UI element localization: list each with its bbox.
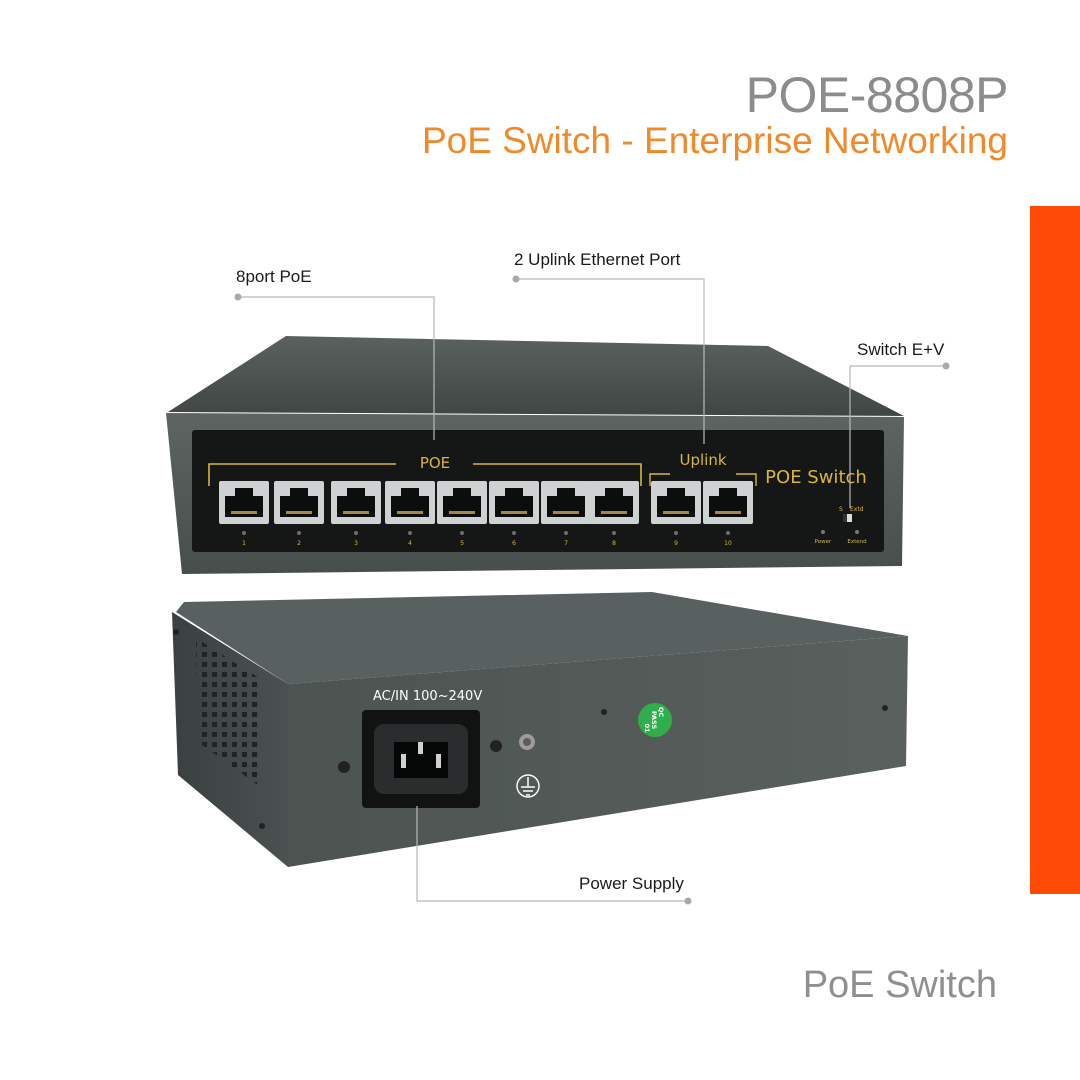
rear-switch-unit: AC/IN 100~240V QC PASS 01 [172, 592, 908, 867]
callout-line-uplink [516, 278, 705, 444]
side-vents [196, 638, 262, 788]
callout-line-switch [849, 365, 946, 508]
ethernet-ports: 1 2 3 4 5 6 7 8 9 10 [219, 481, 753, 547]
port-number-1: 1 [242, 540, 246, 547]
port-number-2: 2 [297, 540, 301, 547]
uplink-group-label: Uplink [679, 451, 726, 469]
power-rating-label: AC/IN 100~240V [373, 689, 482, 704]
mode-switch-toggle [843, 514, 852, 522]
screw-left [338, 761, 350, 773]
callout-switch-mode: Switch E+V [857, 340, 945, 359]
poe-group-label: POE [420, 454, 450, 472]
callout-dots [234, 275, 950, 905]
port-led-4 [408, 531, 412, 535]
ethernet-port-10: 10 [703, 481, 753, 547]
port-led-9 [674, 531, 678, 535]
port-led-10 [726, 531, 730, 535]
port-led-2 [297, 531, 301, 535]
port-number-9: 9 [674, 540, 678, 547]
rear-unit-face [288, 636, 908, 867]
port-number-3: 3 [354, 540, 358, 547]
screw-right [490, 740, 502, 752]
port-number-5: 5 [460, 540, 464, 547]
ethernet-port-4: 4 [385, 481, 435, 547]
power-led [821, 530, 825, 534]
ethernet-port-1: 1 [219, 481, 269, 547]
product-subtitle: PoE Switch - Enterprise Networking [421, 120, 1008, 161]
callout-8port-poe: 8port PoE [236, 267, 312, 286]
port-number-8: 8 [612, 540, 616, 547]
product-model: POE-8808P [745, 67, 1009, 123]
port-led-1 [242, 531, 246, 535]
footer-caption: PoE Switch [802, 964, 997, 1006]
callout-dot-uplink [512, 275, 520, 283]
ethernet-port-9: 9 [651, 481, 701, 547]
callout-dot-poe [234, 293, 242, 301]
port-number-10: 10 [724, 540, 732, 547]
rear-unit-top [176, 592, 908, 684]
callout-power-supply: Power Supply [579, 874, 684, 893]
extend-led [855, 530, 859, 534]
port-led-3 [354, 531, 358, 535]
qc-pass-sticker: QC PASS 01 [638, 703, 672, 737]
callout-uplink-ports: 2 Uplink Ethernet Port [514, 250, 681, 269]
accent-side-bar [1030, 206, 1080, 894]
qc-text-2: PASS [650, 711, 658, 730]
port-number-6: 6 [512, 540, 516, 547]
ground-icon [516, 774, 540, 798]
port-led-8 [612, 531, 616, 535]
ethernet-port-7: 7 [541, 481, 591, 547]
callout-dot-switch [942, 362, 950, 370]
ethernet-port-2: 2 [274, 481, 324, 547]
port-number-4: 4 [408, 540, 412, 547]
port-number-7: 7 [564, 540, 568, 547]
switch-position-s: S [839, 506, 843, 513]
switch-position-extd: Extd [850, 506, 864, 513]
callout-dot-power [684, 897, 692, 905]
qc-text-1: QC [657, 707, 665, 718]
port-led-5 [460, 531, 464, 535]
led-label-extend: Extend [847, 539, 866, 545]
callout-line-power [416, 806, 688, 902]
front-unit-top [168, 336, 904, 416]
port-led-7 [564, 531, 568, 535]
qc-text-3: 01 [643, 723, 651, 733]
ethernet-port-3: 3 [331, 481, 381, 547]
callout-lines [238, 278, 946, 902]
front-switch-unit: POE Uplink POE Switch 1 2 3 4 5 6 7 8 9 10 S Extd… [166, 336, 904, 574]
port-led-6 [512, 531, 516, 535]
ethernet-port-8: 8 [589, 481, 639, 547]
ethernet-port-6: 6 [489, 481, 539, 547]
callout-line-poe [238, 296, 435, 440]
brand-label: POE Switch [765, 467, 867, 488]
ethernet-port-5: 5 [437, 481, 487, 547]
led-label-power: Power [815, 539, 832, 545]
